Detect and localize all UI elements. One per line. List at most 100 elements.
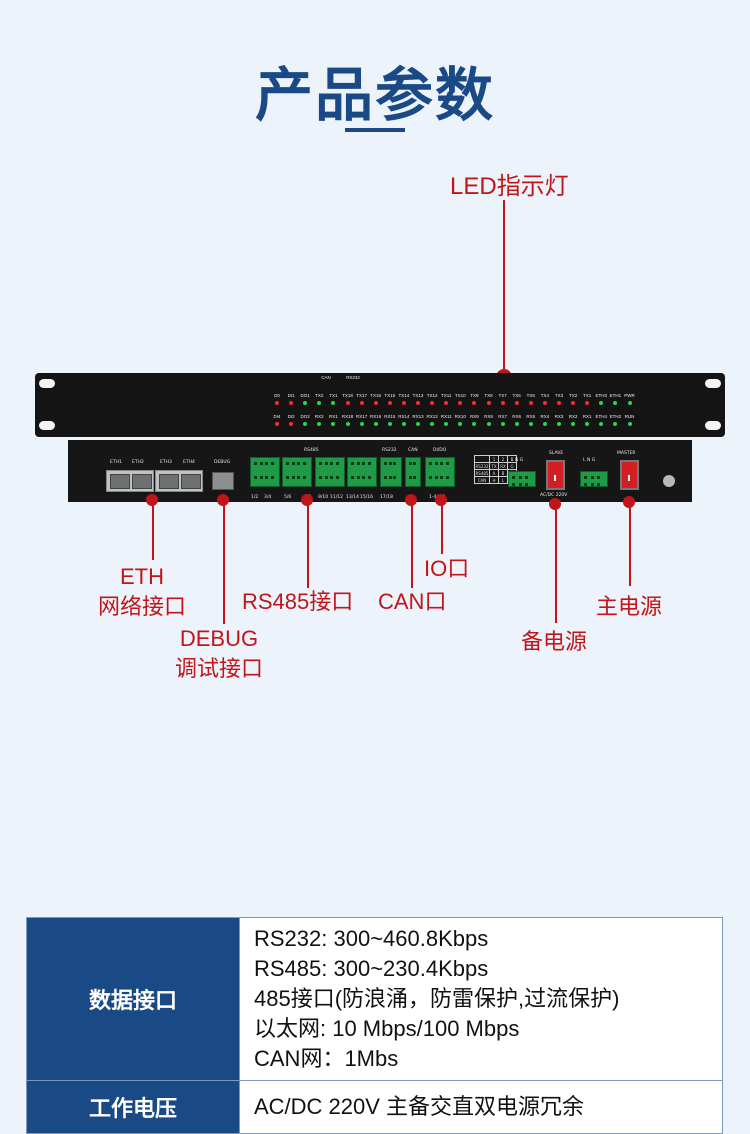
wiring-cell: A xyxy=(489,469,499,477)
callout-debug-line2: 调试接口 xyxy=(175,656,264,682)
callout-backup-line xyxy=(555,505,557,623)
rs485-port-label: 5/6 xyxy=(284,495,292,500)
slave-label: SLAVE xyxy=(549,451,564,456)
terminal-pin xyxy=(388,476,392,479)
status-led xyxy=(331,422,336,426)
callout-io-label: IO口 xyxy=(424,556,470,581)
terminal-pin xyxy=(270,476,274,479)
rs485-port-label: 15/16 xyxy=(360,495,373,500)
terminal-pin xyxy=(351,476,354,479)
led-label-bottom: RX6 xyxy=(512,414,522,419)
terminal-pin xyxy=(434,462,438,465)
terminal-pin xyxy=(319,462,322,465)
wiring-cell: RS485 xyxy=(474,469,490,477)
page-title: 产品参数 xyxy=(254,61,495,129)
spec-row-voltage: 工作电压 AC/DC 220V 主备交直双电源冗余 xyxy=(26,1080,723,1134)
led-label-bottom: RX7 xyxy=(498,414,507,419)
callout-debug-label: DEBUG 调试接口 xyxy=(175,624,263,685)
title-underline xyxy=(345,128,405,132)
terminal-pin xyxy=(356,476,360,479)
status-led xyxy=(585,422,590,426)
dido-terminal xyxy=(425,457,455,487)
wiring-cell: G xyxy=(507,462,517,470)
status-led xyxy=(613,401,618,405)
status-led xyxy=(571,422,576,426)
led-label-bottom: RX15 xyxy=(384,414,396,419)
dido-label: DI/DO xyxy=(433,448,447,453)
spec-key: 数据接口 xyxy=(26,917,240,1081)
led-label-top: TX4 xyxy=(540,393,550,398)
mount-slot xyxy=(39,379,55,388)
terminal-pin xyxy=(525,483,529,486)
led-label-top: TX8 xyxy=(484,393,493,398)
terminal-pin xyxy=(291,476,295,479)
led-label-bottom: RX16 xyxy=(370,414,382,419)
eth-port xyxy=(181,474,201,489)
status-led xyxy=(500,422,505,426)
terminal-pin xyxy=(388,462,392,465)
led-label-bottom: RUN xyxy=(624,414,635,419)
status-led xyxy=(557,422,561,426)
rs485-label: RS485 xyxy=(304,448,319,453)
terminal-pin xyxy=(270,462,274,465)
terminal-pin xyxy=(429,462,432,465)
terminal-pin xyxy=(440,476,443,479)
status-led xyxy=(444,401,449,405)
led-label-top: TX6 xyxy=(512,393,521,398)
led-label-bottom: DO2 xyxy=(300,414,310,419)
led-label-bottom: RX5 xyxy=(526,414,536,419)
led-label-top: TX2 xyxy=(315,393,324,398)
led-label-bottom: RX1 xyxy=(329,414,338,419)
terminal-pin xyxy=(518,476,522,479)
terminal-pin xyxy=(525,476,529,479)
terminal-pin xyxy=(384,476,387,479)
led-label-bottom: RX18 xyxy=(341,414,354,419)
led-label-bottom: DI4 xyxy=(273,414,281,419)
eth4-label: ETH4 xyxy=(183,460,195,465)
terminal-pin xyxy=(362,476,365,479)
rs485-terminal xyxy=(315,457,345,487)
led-label-top: TX16 xyxy=(370,393,382,398)
rs232-label: RS232 xyxy=(382,448,397,453)
callout-led-line xyxy=(503,200,505,372)
spec-value: AC/DC 220V 主备交直双电源冗余 xyxy=(239,1080,723,1134)
led-label-top: TX12 xyxy=(426,393,438,398)
status-led xyxy=(416,422,420,426)
status-led xyxy=(500,401,505,405)
spec-line: AC/DC 220V 主备交直双电源冗余 xyxy=(254,1094,585,1119)
terminal-pin xyxy=(512,483,515,486)
master-power-terminal xyxy=(580,471,608,487)
led-label-top: DO1 xyxy=(300,393,310,398)
wiring-cell: B xyxy=(498,469,508,477)
status-led xyxy=(373,401,378,405)
led-label-bottom: RX17 xyxy=(355,414,368,419)
status-led xyxy=(359,422,364,426)
acdc-label: AC/DC 220V xyxy=(540,493,568,498)
led-label-bottom: ETH4 xyxy=(595,414,608,419)
led-label-bottom: RX3 xyxy=(554,414,564,419)
status-led xyxy=(613,422,618,426)
slave-power-switch[interactable] xyxy=(546,460,565,490)
callout-debug-line xyxy=(223,500,225,624)
callout-main-dot xyxy=(623,496,635,508)
led-label-bottom: RX8 xyxy=(484,414,493,419)
status-led xyxy=(387,401,392,405)
led-label-top: TX1 xyxy=(583,393,592,398)
status-led xyxy=(373,422,378,426)
terminal-pin xyxy=(518,483,522,486)
callout-can-dot xyxy=(405,494,417,506)
terminal-pin xyxy=(265,476,268,479)
status-led xyxy=(289,401,294,405)
status-led xyxy=(528,401,533,405)
led-label-bottom: DI2 xyxy=(287,414,295,419)
callout-main-power-label: 主电源 xyxy=(596,594,663,619)
led-label-bottom: RX14 xyxy=(398,414,410,419)
status-led xyxy=(289,422,294,426)
eth-port-block-2 xyxy=(155,470,203,492)
debug-port xyxy=(212,472,234,490)
callout-rs485-dot xyxy=(301,494,313,506)
led-label-bottom: RX9 xyxy=(470,414,479,419)
master-power-switch[interactable] xyxy=(620,460,639,490)
spec-row-data-interface: 数据接口 RS232: 300~460.8Kbps RS485: 300~230… xyxy=(26,917,723,1081)
callout-eth-line1: ETH xyxy=(120,564,164,589)
